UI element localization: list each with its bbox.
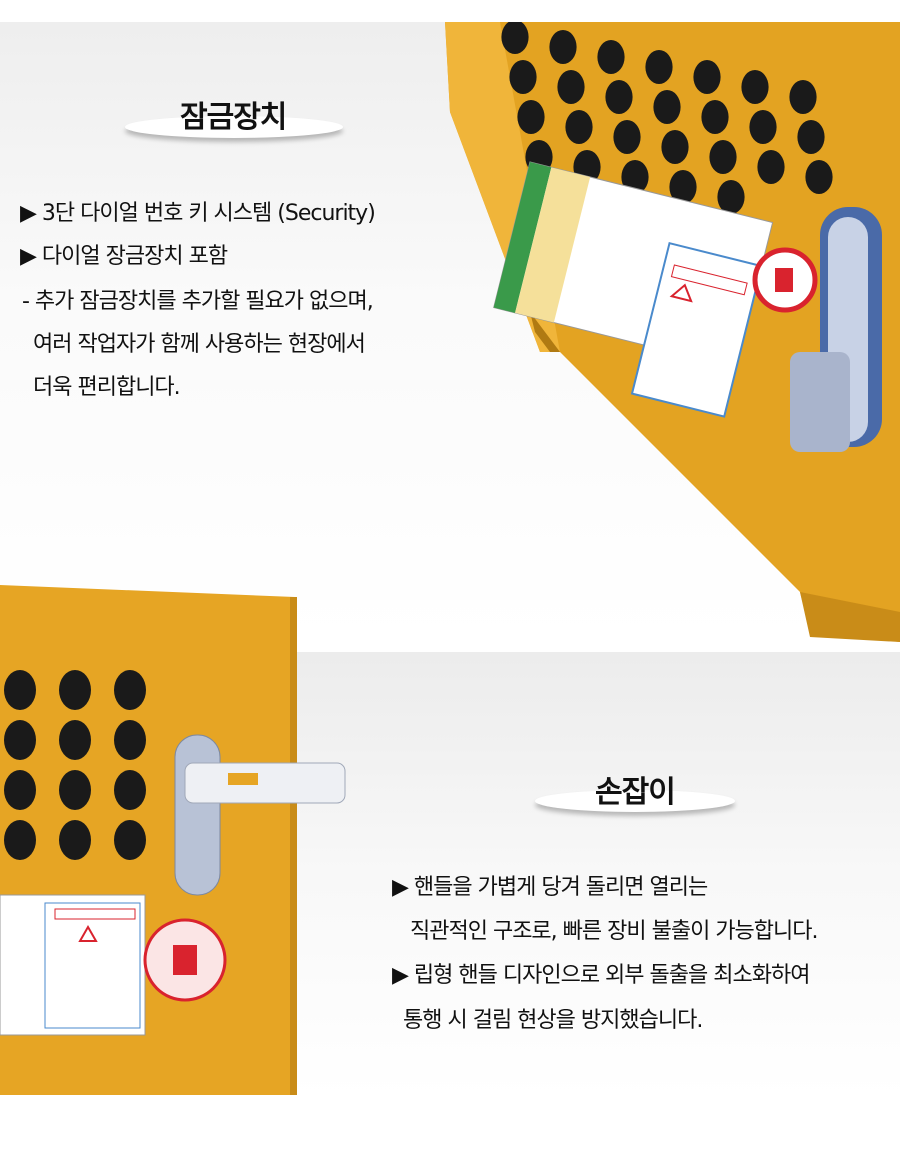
handle-feature-line: ▶ 핸들을 가볍게 당겨 돌리면 열리는 — [392, 875, 708, 900]
vent-hole — [509, 60, 537, 94]
vent-hole — [4, 670, 36, 710]
vent-hole — [517, 100, 545, 134]
cabinet-lock-photo — [445, 22, 900, 642]
vent-hole — [605, 80, 633, 114]
door-handle-photo — [0, 585, 346, 1095]
vent-hole — [789, 80, 817, 114]
vent-hole — [757, 150, 785, 184]
vent-hole — [501, 22, 529, 54]
vent-hole — [645, 50, 673, 84]
vent-hole — [114, 770, 146, 810]
vent-hole — [621, 160, 649, 194]
vent-hole — [653, 90, 681, 124]
handle-feature-line: 통행 시 걸림 현상을 방지했습니다. — [403, 1008, 703, 1033]
vent-hole — [4, 720, 36, 760]
vent-hole — [661, 130, 689, 164]
vent-hole — [741, 70, 769, 104]
vent-hole — [717, 180, 745, 214]
lock-feature-line: ▶ 3단 다이얼 번호 키 시스템 (Security) — [20, 201, 376, 226]
vent-hole — [4, 820, 36, 860]
vent-hole — [749, 110, 777, 144]
vent-hole — [709, 140, 737, 174]
vent-hole — [597, 40, 625, 74]
vent-hole — [59, 720, 91, 760]
vent-hole — [59, 820, 91, 860]
title-underline-ellipse — [125, 116, 343, 138]
vent-hole — [549, 30, 577, 64]
handle-feature-line: ▶ 립형 핸들 디자인으로 외부 돌출을 최소화하여 — [392, 963, 810, 988]
vent-hole — [4, 770, 36, 810]
vent-hole — [557, 70, 585, 104]
vent-hole — [565, 110, 593, 144]
lock-section-title: 잠금장치 — [180, 100, 287, 135]
lock-feature-line: ▶ 다이얼 장금장치 포함 — [20, 244, 228, 269]
handle-feature-line: 직관적인 구조로, 빠른 장비 불출이 가능합니다. — [410, 919, 819, 944]
vent-hole — [797, 120, 825, 154]
vent-hole — [613, 120, 641, 154]
lock-description-line: 여러 작업자가 함께 사용하는 현장에서 — [33, 332, 366, 357]
vent-hole — [669, 170, 697, 204]
lock-description-line: 더욱 편리합니다. — [33, 375, 181, 400]
vent-hole — [59, 670, 91, 710]
vent-hole — [114, 820, 146, 860]
vent-hole — [114, 670, 146, 710]
title-underline-ellipse — [535, 790, 735, 812]
vent-hole — [693, 60, 721, 94]
vent-hole — [805, 160, 833, 194]
vent-hole — [701, 100, 729, 134]
handle-section-title: 손잡이 — [595, 775, 676, 810]
lock-description-line: - 추가 잠금장치를 추가할 필요가 없으며, — [22, 289, 374, 314]
vent-hole — [59, 770, 91, 810]
vent-hole — [114, 720, 146, 760]
